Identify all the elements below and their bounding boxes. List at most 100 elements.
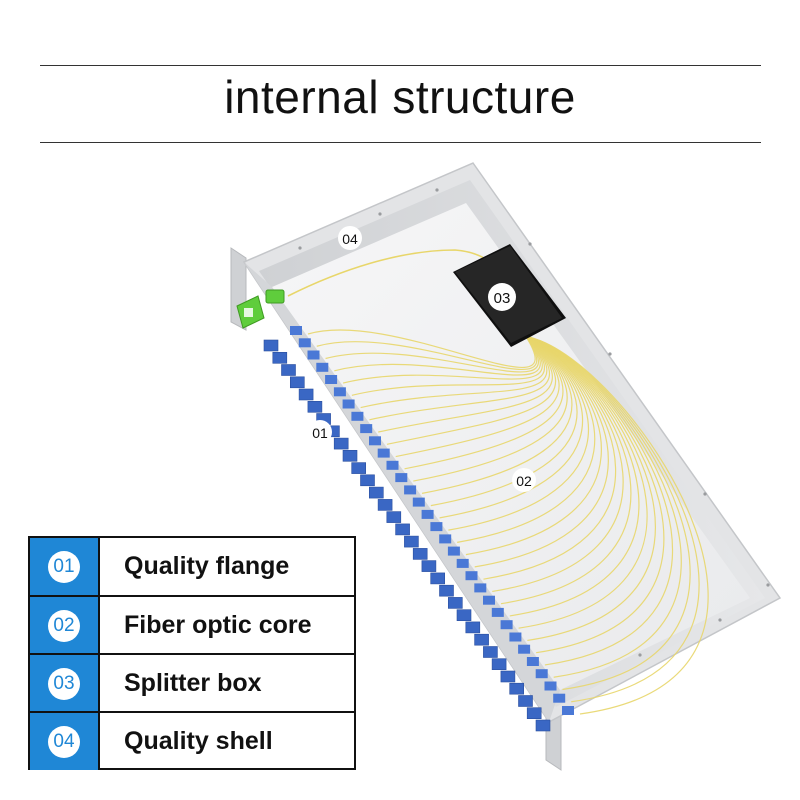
connector-plug [439,534,452,544]
page-title: internal structure [224,71,576,123]
connector-plug [562,706,574,715]
flange-adapter [447,597,463,609]
flange-adapter [377,499,393,511]
fiber-strand [518,339,648,629]
callout-02-label: 02 [516,473,532,489]
flange-adapter [456,609,472,622]
connector-plug [535,669,548,679]
connector-plug [447,546,460,556]
callout-04-label: 04 [342,231,358,247]
connector-plug [421,509,434,519]
connector-plug [465,571,478,581]
callout-02: 02 [512,468,536,492]
connector-plug [369,436,381,446]
flange-adapter [474,633,489,646]
fiber-strand [509,338,640,617]
connector-plug [404,485,417,495]
connector-plug [325,375,338,384]
connector-plug [360,424,373,434]
fiber-strand [492,338,624,593]
connector-plug [351,411,364,421]
quality-flange-adapters [263,326,574,732]
fiber-strand [540,340,709,715]
legend-row-04: 04 Quality shell [30,711,354,770]
flange-adapter [412,548,428,560]
legend-text: Quality flange [124,552,290,580]
flange-adapter [272,351,288,364]
fiber-strand [539,339,682,678]
connector-plug [333,387,346,397]
shell-floor [272,203,750,690]
flange-adapter [439,584,454,597]
flange-adapter [395,523,410,536]
callout-04: 04 [338,226,362,250]
connector-plug [342,399,355,409]
fiber-strand [351,335,545,396]
legend-text: Fiber optic core [124,611,312,639]
callout-01-label: 01 [312,425,328,441]
connector-plug [526,657,539,666]
flange-adapter [368,486,384,499]
flange-adapter [535,719,551,732]
connector-plug [316,362,329,372]
flange-adapter [333,437,349,450]
flange-adapter [281,364,296,376]
legend-divider [98,538,100,595]
callout-03: 03 [488,283,516,311]
fiber-optic-core [307,329,709,715]
fiber-strand [334,335,541,376]
legend-number-cell: 03 [30,655,98,712]
flange-adapter [430,572,446,585]
connector-plug [298,338,311,348]
fiber-strand [500,338,632,605]
flange-adapter [307,400,323,413]
connector-plug [518,644,531,654]
flange-adapter [289,376,305,389]
connector-plug [456,558,469,568]
fiber-strand [540,340,700,703]
flange-adapter [263,339,279,352]
fiber-strand [483,338,617,580]
fiber-strand [421,337,573,494]
connector-plug [412,497,425,507]
legend-number: 03 [48,667,80,700]
fiber-strand [539,340,691,691]
fiber-strand [360,335,548,409]
bottom-rule [40,142,761,143]
legend-row-01: 01 Quality flange [30,538,354,595]
fiber-strand [369,335,551,421]
fiber-strand [439,337,584,519]
legend-divider [98,597,100,654]
connector-plug [491,607,504,617]
fiber-strand [527,339,656,642]
green-input-adapter [236,289,285,329]
connector-plug [386,460,399,470]
legend-divider [98,655,100,712]
fiber-strand [316,334,538,371]
legend-number-cell: 01 [30,538,98,595]
fiber-strand [457,337,596,543]
legend-number: 04 [48,725,80,758]
connector-plug [430,522,443,532]
fiber-strand [430,337,578,507]
flange-adapter [491,658,507,671]
fiber-strand [378,336,553,433]
connector-plug [544,681,557,691]
fiber-strand [536,339,665,654]
connector-plug [474,583,487,593]
legend-number-cell: 02 [30,597,98,654]
screw-holes [298,188,770,657]
fiber-strand [386,336,557,445]
flange-adapter [404,535,419,548]
top-rule [40,65,761,66]
fiber-strand [538,339,674,666]
connector-plug [553,693,566,703]
fiber-strand [342,335,543,384]
legend-number: 02 [48,609,80,642]
connector-plug [500,620,513,630]
flange-adapter [518,695,533,707]
fiber-strand [448,337,589,531]
flange-adapter [342,449,358,462]
legend-number-cell: 04 [30,713,98,770]
